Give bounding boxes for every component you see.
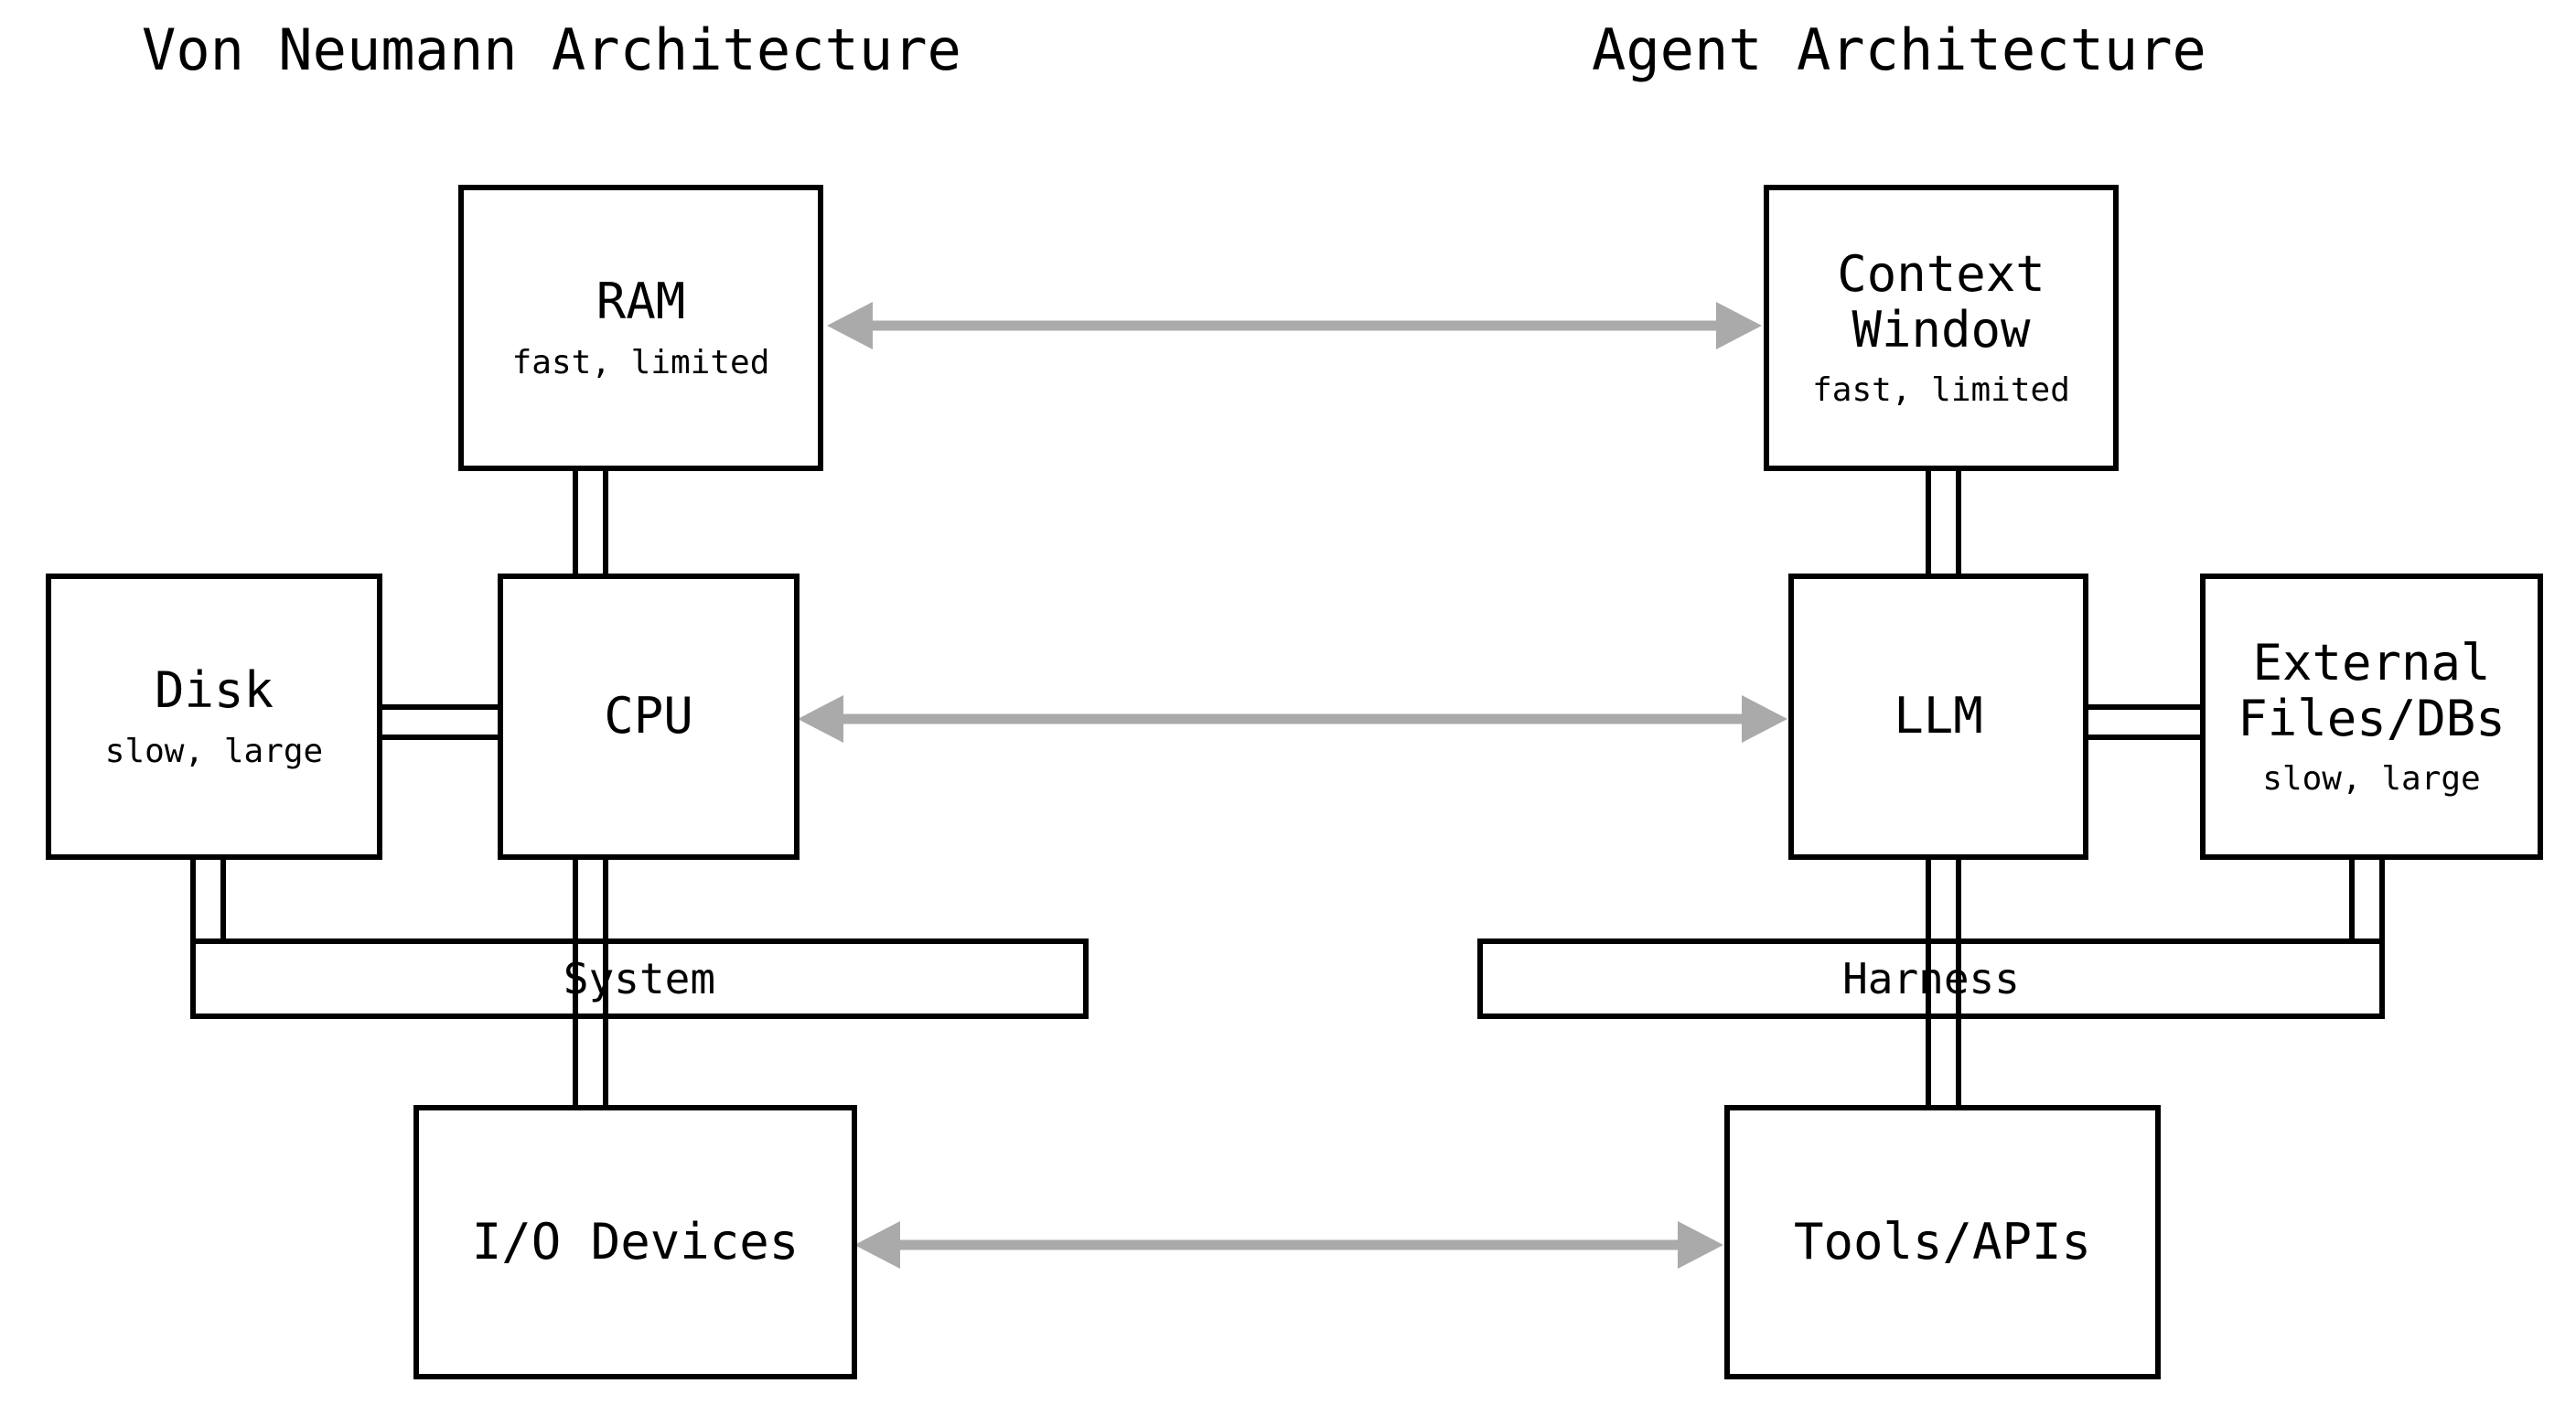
harness-bus-label: Harness (1833, 954, 2029, 1003)
link-context-llm-line-b (1956, 457, 1961, 581)
box-ram-subtitle: fast, limited (511, 343, 770, 381)
arrow-cpu-to-llm (798, 695, 1787, 743)
link-llm-tools-line-a (1926, 851, 1931, 1107)
link-llm-tools-line-b (1956, 851, 1961, 1107)
box-cpu[interactable]: CPU (498, 574, 800, 860)
link-disk-bus-outer-vertical (190, 851, 196, 1019)
system-bus-bottom-rule (190, 1014, 1089, 1019)
box-ram[interactable]: RAM fast, limited (458, 185, 823, 471)
arrow-io-devices-to-tools-apis (854, 1221, 1723, 1269)
box-disk-title: Disk (154, 661, 274, 720)
box-external-files-dbs[interactable]: External Files/DBs slow, large (2200, 574, 2543, 860)
harness-bus-top-rule (1477, 938, 2385, 944)
harness-bus-left-cap (1477, 938, 1483, 1019)
link-context-llm-line-a (1926, 457, 1931, 581)
link-external-bus-outer-horizontal (2312, 1014, 2385, 1019)
box-external-files-dbs-title: External Files/DBs (2238, 634, 2506, 747)
box-external-files-dbs-subtitle: slow, large (2262, 760, 2481, 799)
link-external-bus-outer-vertical (2379, 851, 2385, 1019)
link-cpu-io-line-a (573, 851, 578, 1107)
box-ram-title: RAM (596, 273, 686, 331)
link-ram-cpu-line-b (603, 462, 608, 581)
link-cpu-io-line-b (603, 851, 608, 1107)
title-agent: Agent Architecture (1592, 16, 2206, 83)
link-disk-bus-inner-vertical (220, 851, 226, 942)
box-io-devices[interactable]: I/O Devices (413, 1105, 857, 1379)
box-disk-subtitle: slow, large (104, 732, 324, 770)
box-cpu-title: CPU (604, 687, 693, 745)
system-bus-right-cap (1083, 938, 1089, 1019)
link-disk-bus-inner-horizontal (220, 938, 266, 944)
box-context-window[interactable]: Context Window fast, limited (1764, 185, 2119, 471)
system-bus-top-rule (190, 938, 1089, 944)
link-llm-external-line-b (2083, 735, 2206, 740)
harness-bus-bottom-rule (1477, 1014, 2385, 1019)
box-llm-title: LLM (1894, 687, 1983, 745)
box-tools-apis-title: Tools/APIs (1793, 1212, 2092, 1271)
link-disk-cpu-line-b (382, 735, 503, 740)
box-context-window-title: Context Window (1837, 245, 2045, 359)
box-llm[interactable]: LLM (1788, 574, 2088, 860)
link-llm-external-line-a (2083, 704, 2206, 710)
link-disk-cpu-line-a (382, 704, 503, 710)
title-von-neumann: Von Neumann Architecture (142, 16, 961, 83)
box-io-devices-title: I/O Devices (471, 1212, 800, 1271)
link-external-bus-inner-vertical (2349, 851, 2355, 942)
link-external-bus-inner-horizontal (2309, 938, 2355, 944)
link-ram-cpu-line-a (573, 462, 578, 581)
harness-bus: Harness (1477, 938, 2385, 1019)
system-bus: System (190, 938, 1089, 1019)
arrow-ram-to-context-window (827, 302, 1762, 349)
system-bus-label: System (553, 954, 725, 1003)
link-disk-bus-outer-horizontal (190, 1014, 263, 1019)
box-disk[interactable]: Disk slow, large (46, 574, 382, 860)
box-context-window-subtitle: fast, limited (1812, 371, 2070, 410)
box-tools-apis[interactable]: Tools/APIs (1724, 1105, 2161, 1379)
